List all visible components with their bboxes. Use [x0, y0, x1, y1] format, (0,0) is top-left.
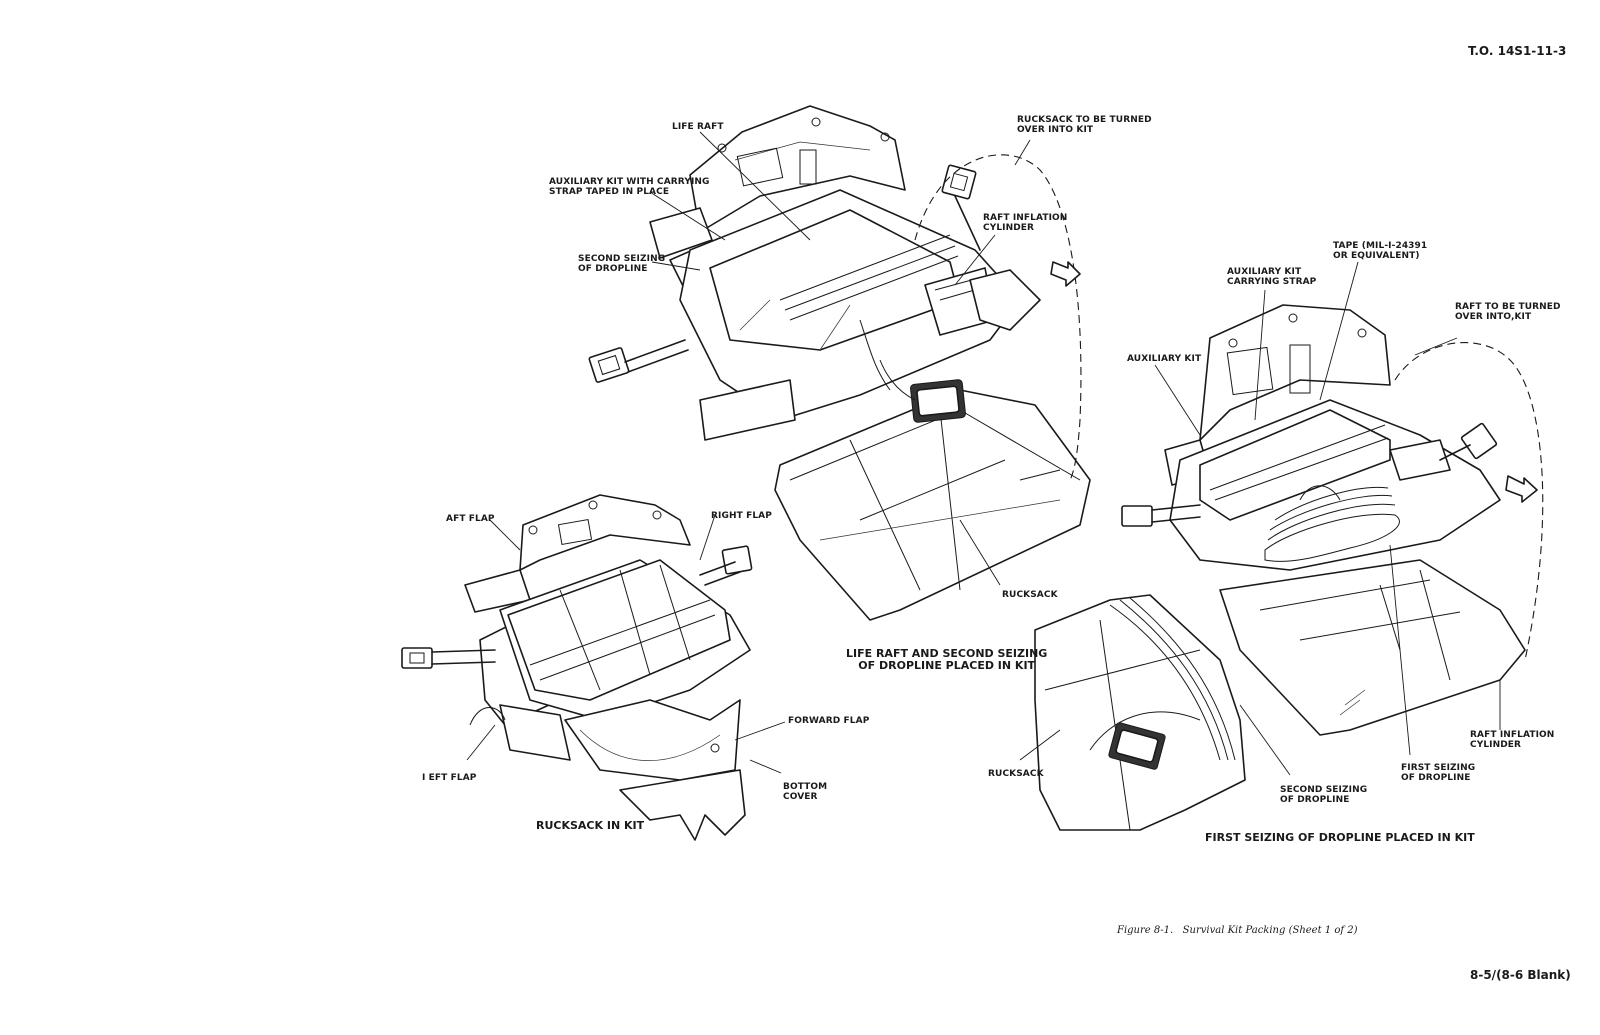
label-life-raft: LIFE RAFT	[672, 122, 724, 132]
label-first-seizing: FIRST SEIZING OF DROPLINE	[1401, 763, 1476, 783]
leader-lines	[466, 131, 1501, 776]
label-raft-inflation-right: RAFT INFLATION CYLINDER	[1470, 730, 1555, 750]
label-left-flap: I EFT FLAP	[422, 773, 477, 783]
label-aux-carrying-strap: AUXILIARY KIT CARRYING STRAP	[1227, 267, 1317, 287]
label-second-seizing-right: SECOND SEIZING OF DROPLINE	[1280, 785, 1368, 805]
label-rucksack-turn: RUCKSACK TO BE TURNED OVER INTO KIT	[1017, 115, 1152, 135]
caption-top-view: LIFE RAFT AND SECOND SEIZING OF DROPLINE…	[846, 647, 1048, 672]
label-bottom-cover: BOTTOM COVER	[783, 782, 828, 802]
label-auxiliary-kit-strap: AUXILIARY KIT WITH CARRYING STRAP TAPED …	[549, 177, 710, 197]
label-right-flap: RIGHT FLAP	[711, 511, 772, 521]
figure-caption: Figure 8-1. Survival Kit Packing (Sheet …	[1117, 925, 1358, 936]
label-forward-flap: FORWARD FLAP	[788, 716, 870, 726]
fwd-arrow-icon	[1505, 475, 1538, 503]
label-rucksack-right: RUCKSACK	[988, 769, 1044, 779]
label-tape: TAPE (MIL-I-24391 OR EQUIVALENT)	[1333, 241, 1428, 261]
label-aft-flap: AFT FLAP	[446, 514, 495, 524]
label-raft-turn: RAFT TO BE TURNED OVER INTO,KIT	[1455, 302, 1561, 322]
document-number: T.O. 14S1-11-3	[1468, 44, 1567, 58]
label-rucksack-top: RUCKSACK	[1002, 590, 1058, 600]
label-auxiliary-kit: AUXILIARY KIT	[1127, 354, 1202, 364]
top-kit-drawing	[588, 105, 1091, 621]
caption-bottom-left-view: RUCKSACK IN KIT	[536, 819, 645, 832]
fwd-arrow-icon	[1050, 261, 1081, 287]
label-second-seizing-top: SECOND SEIZING OF DROPLINE	[578, 254, 666, 274]
page-number: 8-5/(8-6 Blank)	[1470, 968, 1571, 982]
label-raft-inflation-top: RAFT INFLATION CYLINDER	[983, 213, 1068, 233]
bottom-left-kit-drawing	[401, 494, 753, 841]
right-kit-drawing	[1034, 304, 1544, 831]
caption-right-view: FIRST SEIZING OF DROPLINE PLACED IN KIT	[1205, 831, 1475, 844]
